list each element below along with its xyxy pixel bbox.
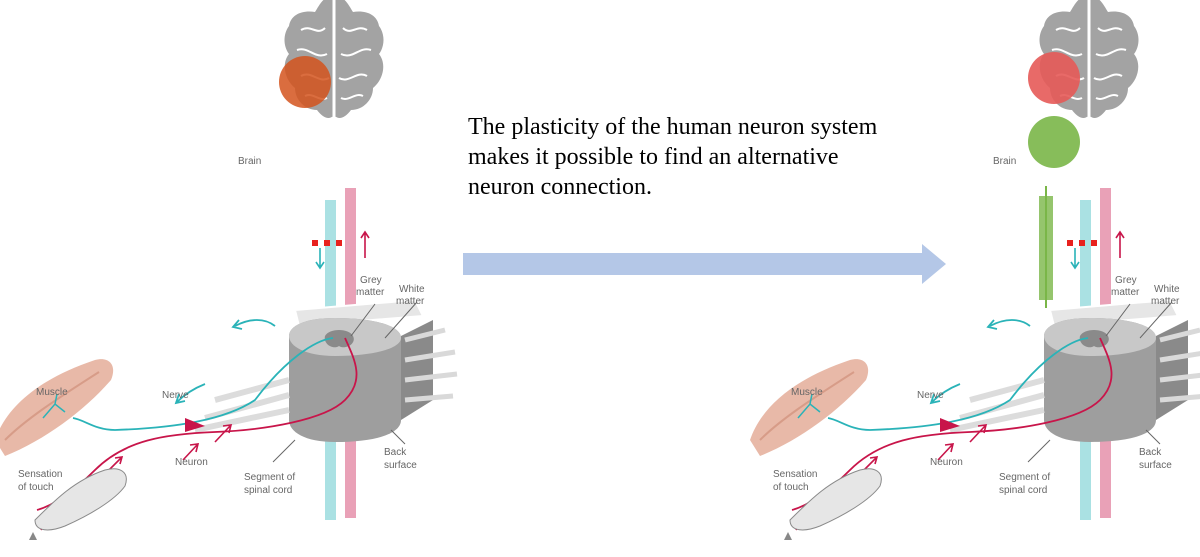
label-segment-right: Segment of bbox=[999, 472, 1050, 483]
label-sensation: Sensation bbox=[18, 469, 62, 480]
label-segment: Segment of bbox=[244, 472, 295, 483]
label-sensation-2: of touch bbox=[18, 482, 54, 493]
label-muscle: Muscle bbox=[36, 387, 68, 398]
label-white-matter-right-2: matter bbox=[1151, 296, 1180, 307]
original-brain-region bbox=[279, 56, 331, 108]
label-white-matter-2: matter bbox=[396, 296, 425, 307]
label-grey-matter-right: Grey bbox=[1115, 275, 1137, 286]
alternative-brain-region bbox=[1028, 116, 1080, 168]
label-white-matter: White bbox=[399, 284, 425, 295]
label-grey-matter-2: matter bbox=[356, 287, 385, 298]
caption-line-2: makes it possible to find an alternative bbox=[468, 144, 839, 170]
damaged-brain-region bbox=[1028, 52, 1080, 104]
label-back-surface: Back bbox=[384, 447, 407, 458]
caption-line-3: neuron connection. bbox=[468, 174, 652, 200]
after-panel bbox=[750, 0, 1200, 540]
label-brain: Brain bbox=[238, 156, 261, 167]
label-nerve-right: Nerve bbox=[917, 390, 944, 401]
label-nerve: Nerve bbox=[162, 390, 189, 401]
arrow-right-icon bbox=[463, 244, 946, 284]
label-back-surface-right: Back bbox=[1139, 447, 1162, 458]
label-segment-2: spinal cord bbox=[244, 485, 292, 496]
label-neuron-right: Neuron bbox=[930, 457, 963, 468]
label-muscle-right: Muscle bbox=[791, 387, 823, 398]
label-grey-matter: Grey bbox=[360, 275, 382, 286]
label-brain-right: Brain bbox=[993, 156, 1016, 167]
label-sensation-right-2: of touch bbox=[773, 482, 809, 493]
caption-line-1: The plasticity of the human neuron syste… bbox=[468, 114, 878, 140]
label-segment-right-2: spinal cord bbox=[999, 485, 1047, 496]
before-panel bbox=[0, 0, 457, 540]
label-sensation-right: Sensation bbox=[773, 469, 817, 480]
label-back-surface-right-2: surface bbox=[1139, 460, 1172, 471]
label-back-surface-2: surface bbox=[384, 460, 417, 471]
label-neuron: Neuron bbox=[175, 457, 208, 468]
label-white-matter-right: White bbox=[1154, 284, 1180, 295]
label-grey-matter-right-2: matter bbox=[1111, 287, 1140, 298]
